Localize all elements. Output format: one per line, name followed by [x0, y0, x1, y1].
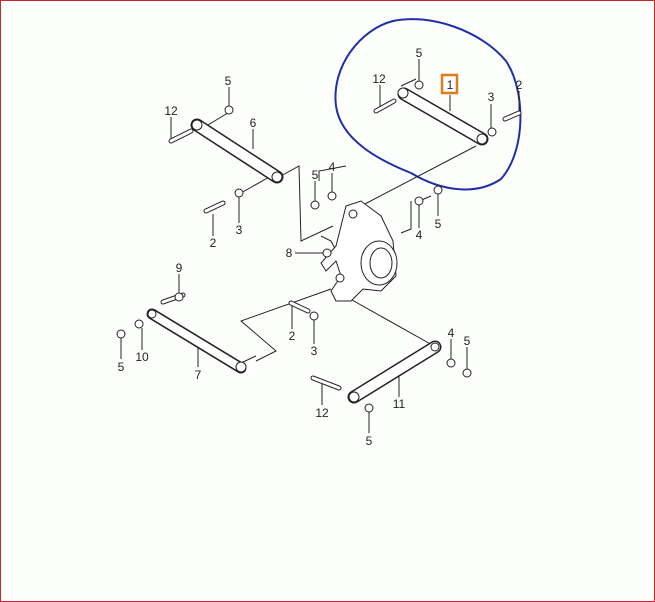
wheel-knuckle[interactable] — [320, 200, 398, 302]
callout[interactable]: 5 — [464, 334, 471, 348]
callout[interactable]: 4 — [329, 160, 336, 174]
callout[interactable]: 11 — [393, 397, 406, 411]
callout[interactable]: 5 — [225, 74, 232, 88]
assembly-lines — [202, 78, 477, 364]
callout[interactable]: 2 — [210, 236, 217, 250]
callouts: 5 12 3 2 5 12 6 5 4 2 3 4 5 8 9 5 10 7 2… — [118, 46, 523, 448]
callout[interactable]: 10 — [135, 350, 149, 364]
control-arm-7[interactable] — [146, 308, 247, 374]
callout[interactable]: 5 — [366, 434, 373, 448]
callout-1-selected[interactable]: 1 — [447, 78, 454, 92]
callout[interactable]: 7 — [195, 368, 202, 382]
callout[interactable]: 4 — [448, 326, 455, 340]
control-arm-6[interactable] — [190, 118, 284, 184]
selected-part-box — [440, 73, 459, 95]
callout[interactable]: 5 — [312, 168, 319, 182]
callout-leaders — [120, 59, 520, 433]
callout[interactable]: 3 — [236, 223, 243, 237]
bolts-inner — [161, 99, 521, 390]
callout[interactable]: 12 — [372, 72, 386, 86]
callout[interactable]: 2 — [516, 78, 523, 92]
callout[interactable]: 5 — [118, 360, 125, 374]
callout[interactable]: 3 — [488, 90, 495, 104]
callout[interactable]: 5 — [435, 217, 442, 231]
control-arm-1[interactable] — [397, 87, 489, 146]
nuts-washers — [116, 80, 497, 413]
callout[interactable]: 12 — [164, 104, 178, 118]
callout[interactable]: 5 — [416, 46, 423, 60]
control-arm-11[interactable] — [347, 340, 442, 404]
callout[interactable]: 8 — [286, 246, 293, 260]
callout[interactable]: 9 — [176, 261, 183, 275]
callout[interactable]: 3 — [311, 344, 318, 358]
callout[interactable]: 6 — [250, 116, 257, 130]
callout[interactable]: 4 — [416, 228, 423, 242]
callout[interactable]: 2 — [289, 329, 296, 343]
highlight-circle — [334, 18, 522, 191]
callout[interactable]: 12 — [315, 406, 329, 420]
